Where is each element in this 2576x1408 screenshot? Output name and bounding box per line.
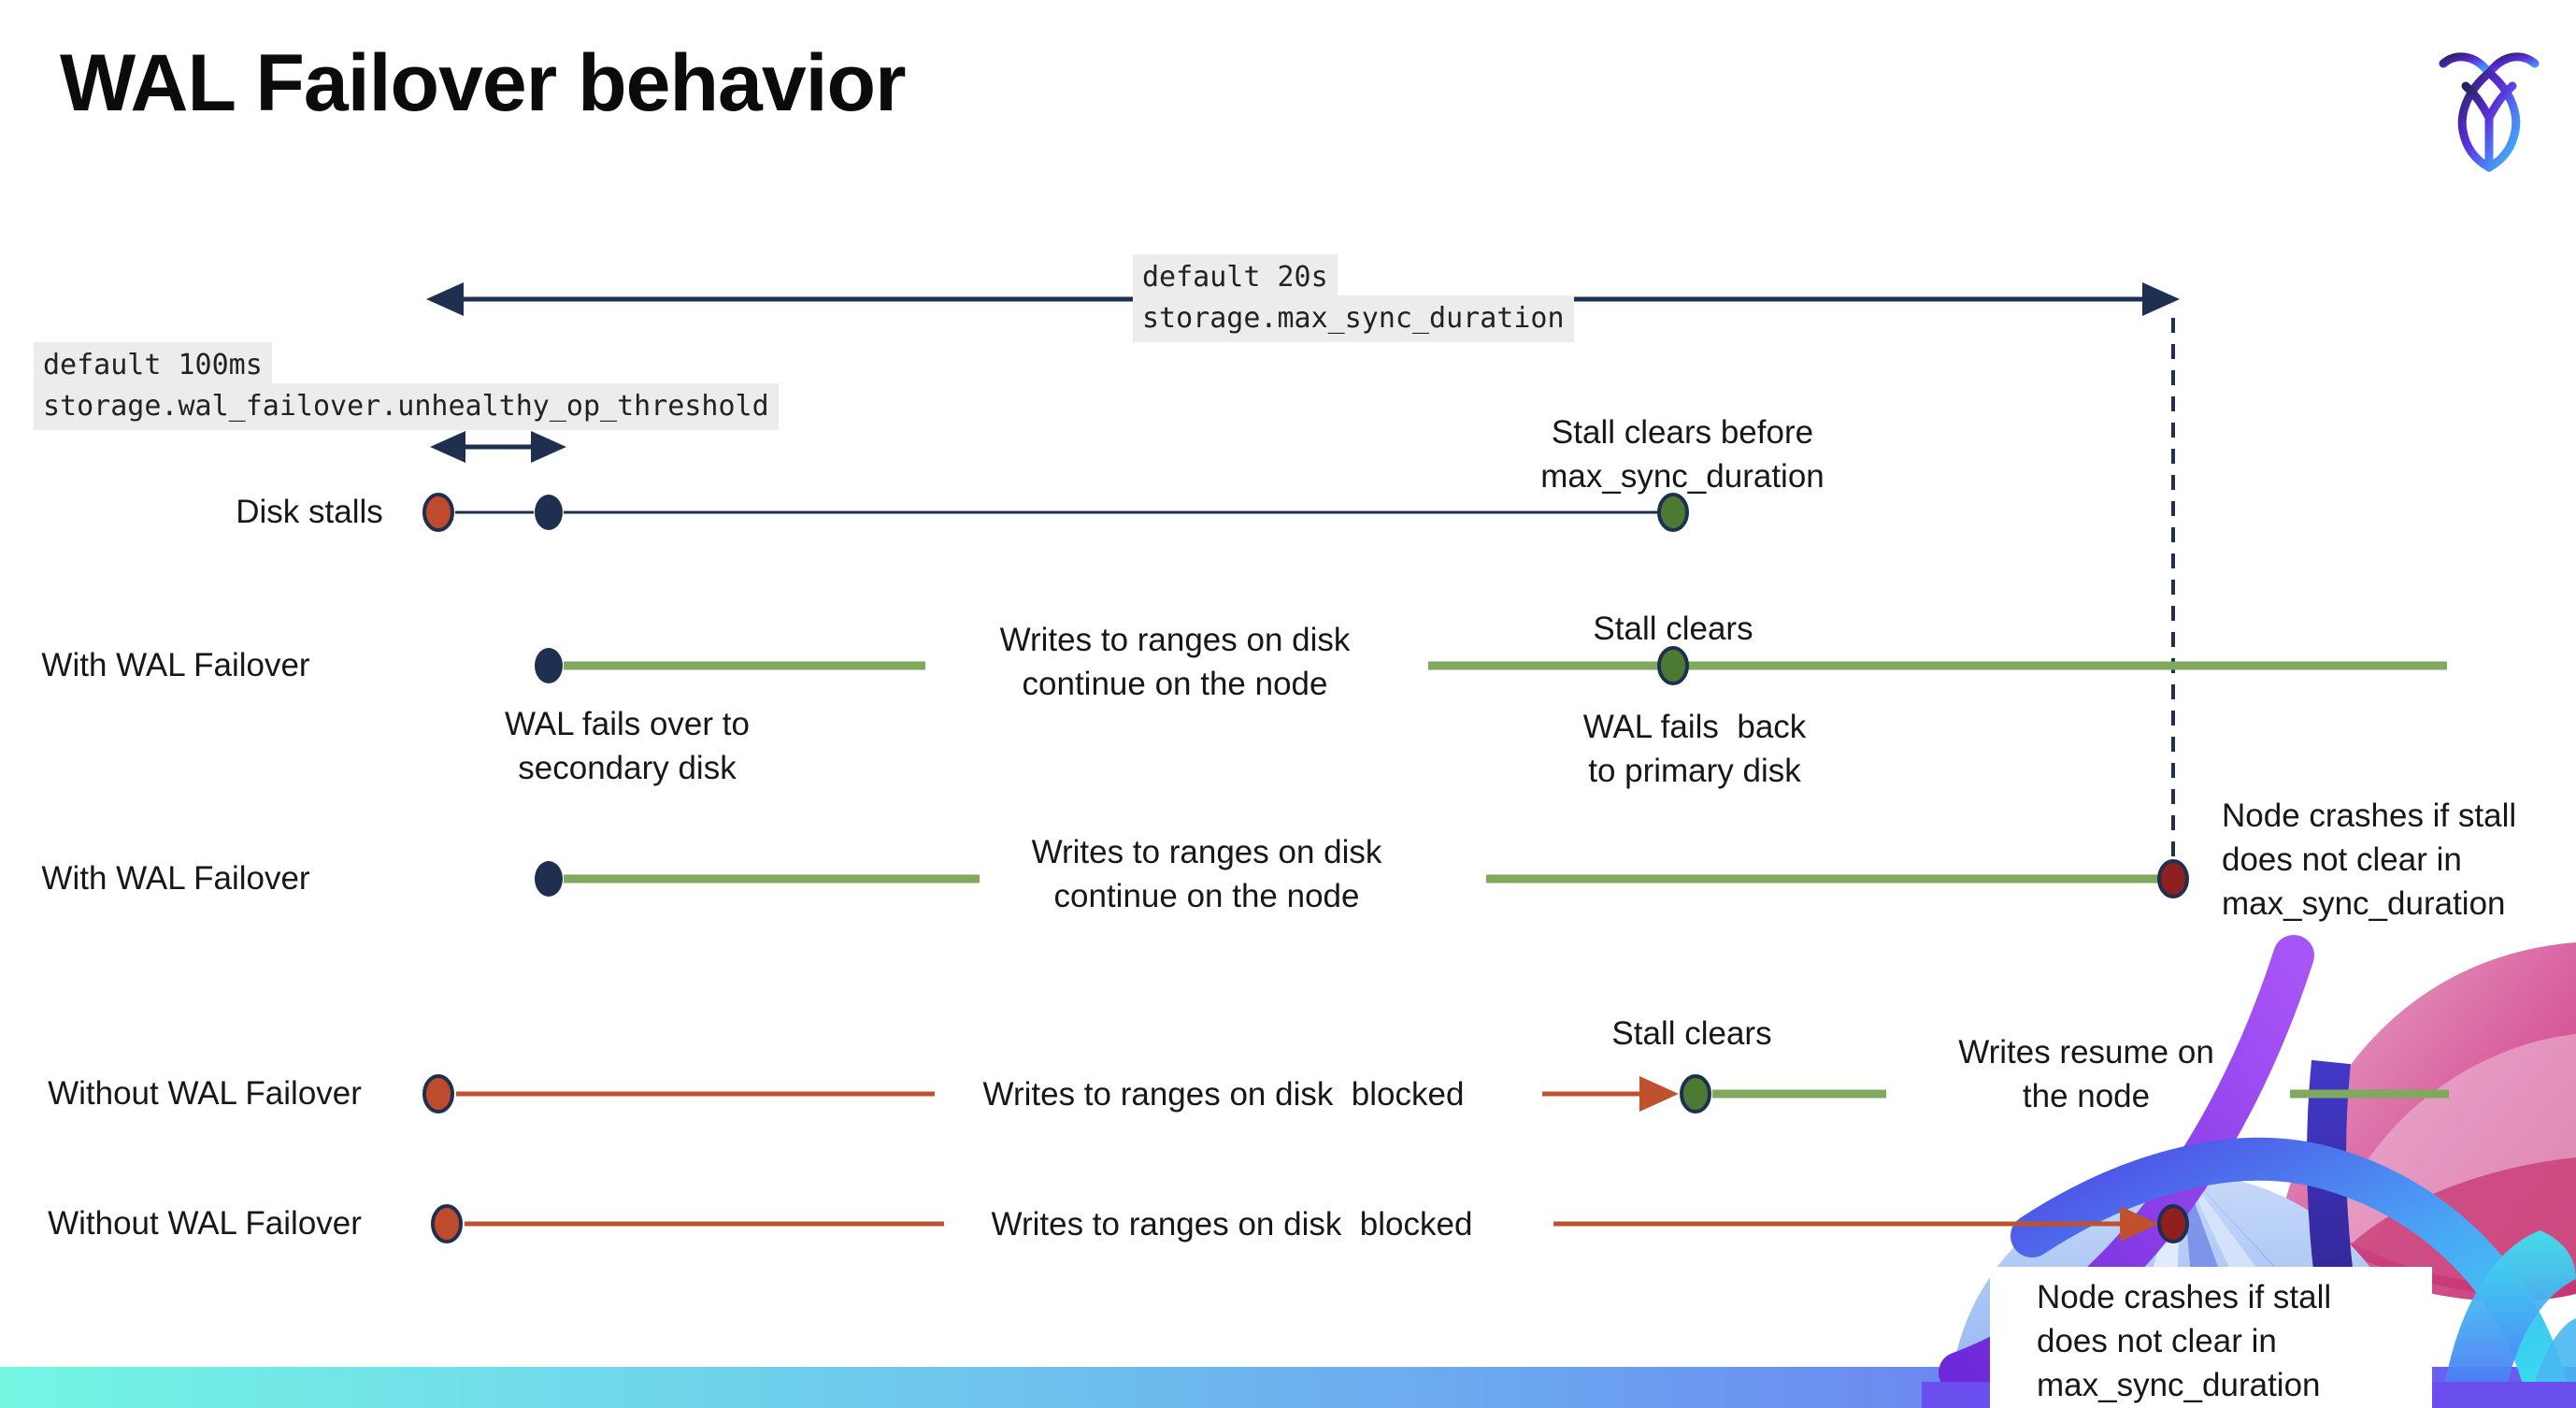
- arrow-left-head: [426, 282, 464, 316]
- row-label-with-wal-failover-1: With WAL Failover: [41, 647, 310, 683]
- logo-inner-y: [2461, 81, 2517, 170]
- row-label-disk-stalls: Disk stalls: [236, 494, 383, 530]
- red-arrow-head: [2120, 1206, 2159, 1242]
- stall-start-dot: [422, 493, 454, 532]
- art-cyan-leg: [2441, 1230, 2576, 1408]
- code-label: storage.wal_failover.unhealthy_op_thresh…: [34, 383, 779, 430]
- node-crashes-label-row5: Node crashes if stall does not clear in …: [2037, 1279, 2332, 1403]
- logo-right-antenna: [2484, 52, 2540, 78]
- writes-continue-label-row3: Writes to ranges on disk continue on the…: [1031, 834, 1382, 914]
- node-crash-dot: [2157, 1204, 2189, 1243]
- code-label: default 20s: [1133, 254, 1338, 301]
- node-crashes-label-row3: Node crashes if stall does not clear in …: [2222, 797, 2517, 922]
- wal-fails-back-label: WAL fails back to primary disk: [1582, 709, 1807, 789]
- cockroachdb-logo-icon: [2439, 52, 2540, 172]
- stall-start-dot: [422, 1074, 454, 1113]
- unhealthy-op-callout-line2: storage.wal_failover.unhealthy_op_thresh…: [34, 383, 779, 432]
- max-sync-callout-line1: default 20s: [1133, 254, 1338, 303]
- unhealthy-op-callout-line1: default 100ms: [34, 342, 272, 391]
- stall-clears-dot: [1657, 646, 1689, 685]
- row-label-without-wal-failover-2: Without WAL Failover: [48, 1205, 362, 1242]
- stall-clears-dot: [1657, 493, 1689, 532]
- node-crashes-callout-box: Node crashes if stall does not clear in …: [1990, 1267, 2432, 1408]
- writes-blocked-label-row5: Writes to ranges on disk blocked: [991, 1206, 1473, 1243]
- failover-dot: [535, 648, 563, 683]
- node-crash-dot: [2157, 859, 2189, 898]
- threshold-dot: [535, 495, 563, 530]
- stall-clears-label-row2: Stall clears: [1593, 611, 1753, 647]
- arrow-right-head: [2142, 282, 2180, 316]
- max-sync-callout-line2: storage.max_sync_duration: [1133, 295, 1574, 344]
- failover-dot: [535, 861, 563, 897]
- stall-clears-dot: [1680, 1074, 1711, 1113]
- code-label: default 100ms: [34, 342, 272, 389]
- stall-start-dot: [431, 1204, 463, 1243]
- row-label-with-wal-failover-2: With WAL Failover: [41, 860, 310, 897]
- logo-left-antenna: [2439, 52, 2494, 78]
- arrow-left-head: [430, 431, 465, 463]
- red-arrow-head: [1639, 1076, 1679, 1112]
- row-label-without-wal-failover-1: Without WAL Failover: [48, 1075, 362, 1112]
- wal-fails-over-label: WAL fails over to secondary disk: [505, 706, 750, 786]
- writes-resume-label: Writes resume on the node: [1958, 1034, 2214, 1114]
- code-label: storage.max_sync_duration: [1133, 295, 1574, 342]
- writes-blocked-label-row4: Writes to ranges on disk blocked: [982, 1076, 1465, 1113]
- page-title: WAL Failover behavior: [60, 38, 907, 128]
- arrow-right-head: [531, 431, 566, 463]
- stall-clears-label-row4: Stall clears: [1611, 1015, 1772, 1052]
- stall-clears-before-label: Stall clears before max_sync_duration: [1540, 414, 1825, 495]
- writes-continue-label-row2: Writes to ranges on disk continue on the…: [999, 622, 1351, 702]
